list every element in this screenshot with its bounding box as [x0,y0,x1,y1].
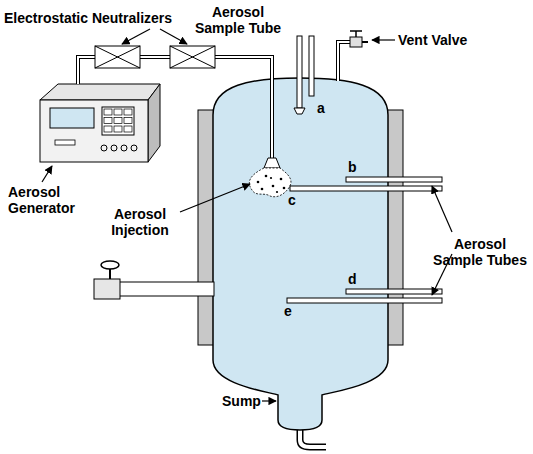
callout-label: Aerosol Sample Tubes [430,236,530,268]
leader-arrow [42,29,452,401]
sample-tube [346,177,442,182]
callout-label: Electrostatic Neutralizers [4,10,172,26]
sample-tube [346,289,442,294]
callout-letter: a [317,100,325,116]
callout-label: Aerosol Sample Tube [188,4,288,36]
aerosol-generator [40,84,160,162]
heater-jacket [198,110,214,345]
neutralizer-box [170,46,215,68]
callout-letter: b [348,159,357,175]
aerosol-spray [249,158,291,197]
vessel [213,78,388,430]
callout-label: Vent Valve [398,32,467,48]
vent-valve [338,31,368,81]
callout-letter: c [288,192,296,208]
side-port-valve [94,261,214,299]
callout-label: Aerosol Generator [8,184,88,216]
sample-tube [287,298,442,303]
supply-tube [78,57,272,158]
callout-letter: d [348,271,357,287]
sample-tube [290,186,442,191]
heater-jacket [387,110,403,345]
callout-letter: e [284,303,292,319]
neutralizer-box [95,46,140,68]
drain-pipe [300,428,326,447]
callout-label: Sump [222,393,261,409]
callout-label: Aerosol Injection [100,206,180,238]
sample-tube [294,36,314,114]
